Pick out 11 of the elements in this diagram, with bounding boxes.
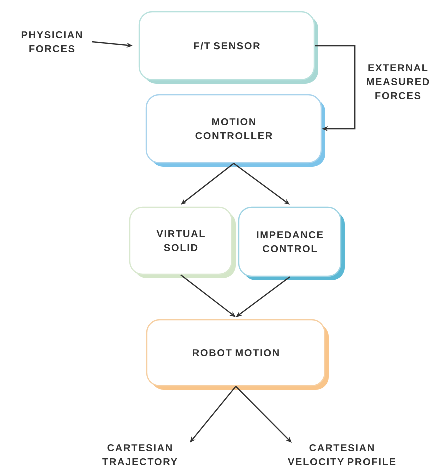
process-box: VIRTUAL SOLID (129, 206, 236, 278)
node-label: CARTESIAN VELOCITY PROFILE (288, 444, 396, 466)
process-box: MOTION CONTROLLER (146, 94, 326, 167)
arrow (315, 45, 356, 132)
process-box: ROBOT MOTION (146, 319, 329, 390)
arrow (236, 386, 292, 443)
process-box: IMPEDANCE CONTROL (238, 206, 345, 280)
node-label: CARTESIAN TRAJECTORY (102, 444, 178, 466)
edge-label: EXTERNAL MEASURED FORCES (357, 64, 439, 100)
node-label: PHYSICIAN FORCES (22, 32, 82, 52)
process-box: F/T SENSOR (138, 11, 318, 84)
